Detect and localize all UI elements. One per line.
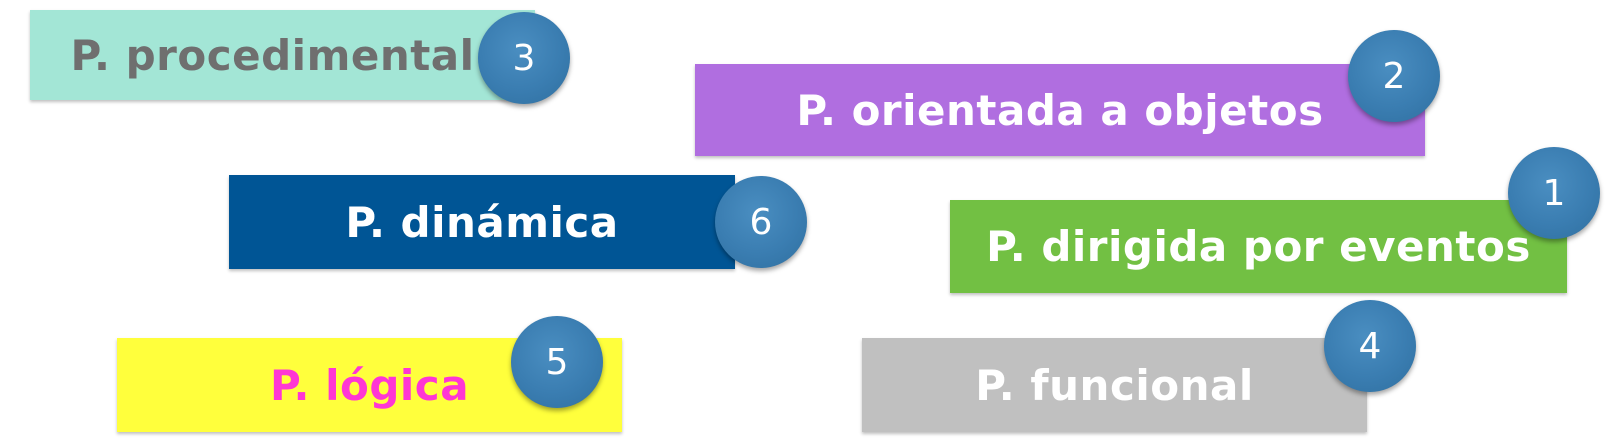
- badge-procedimental: 3: [478, 12, 570, 104]
- badge-dinamica: 6: [715, 176, 807, 268]
- label-dinamica: P. dinámica: [229, 175, 735, 269]
- badge-logica: 5: [511, 316, 603, 408]
- label-orientada-a-objetos: P. orientada a objetos: [695, 64, 1425, 156]
- badge-dirigida-por-eventos: 1: [1508, 147, 1600, 239]
- label-funcional: P. funcional: [862, 338, 1367, 432]
- badge-orientada-a-objetos: 2: [1348, 30, 1440, 122]
- label-dirigida-por-eventos: P. dirigida por eventos: [950, 200, 1567, 293]
- badge-funcional: 4: [1324, 300, 1416, 392]
- label-procedimental: P. procedimental: [30, 10, 535, 100]
